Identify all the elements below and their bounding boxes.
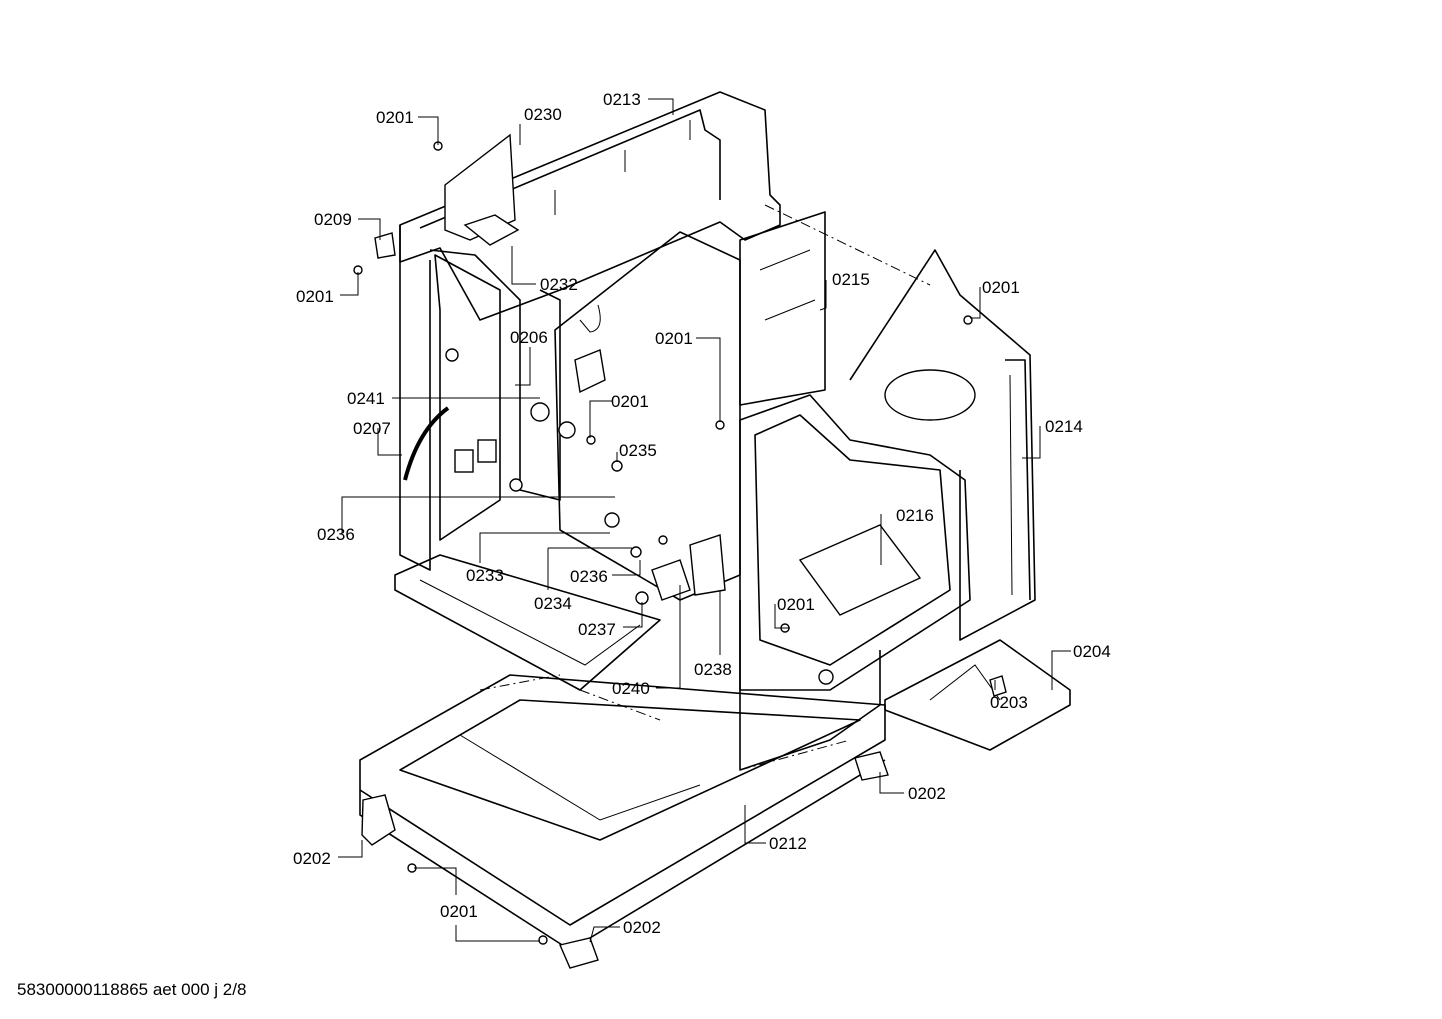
callout-0203: 0203: [990, 693, 1028, 712]
callout-0235: 0235: [619, 441, 657, 460]
callout-0216: 0216: [896, 506, 934, 525]
callout-0204: 0204: [1073, 642, 1111, 661]
callout-0238: 0238: [694, 660, 732, 679]
callout-0241: 0241: [347, 389, 385, 408]
callout-0236-left: 0236: [317, 525, 355, 544]
callout-0234: 0234: [534, 594, 572, 613]
callout-0240: 0240: [612, 679, 650, 698]
callout-0202-front-foot: 0202: [623, 918, 661, 937]
callout-0214: 0214: [1045, 417, 1083, 436]
callout-0230: 0230: [524, 105, 562, 124]
callout-0201-plate-screw: 0201: [611, 392, 649, 411]
callout-0236-center: 0236: [570, 567, 608, 586]
callout-0201-right-screw: 0201: [982, 278, 1020, 297]
callout-0201-top-screw: 0201: [376, 108, 414, 127]
callout-0213: 0213: [603, 90, 641, 109]
callout-0215: 0215: [832, 270, 870, 289]
callout-0233: 0233: [466, 566, 504, 585]
callout-0201-left-screw: 0201: [296, 287, 334, 306]
callout-0202-left-foot: 0202: [293, 849, 331, 868]
callout-0201-center-screw: 0201: [655, 329, 693, 348]
callout-0201-front-screw: 0201: [777, 595, 815, 614]
callout-0201-base-screw: 0201: [440, 902, 478, 921]
callout-0206: 0206: [510, 328, 548, 347]
callout-0237: 0237: [578, 620, 616, 639]
callout-labels: 0201 0230 0213 0209 0201 0232 0215 0201 …: [293, 90, 1111, 937]
callout-0207: 0207: [353, 419, 391, 438]
callout-0212: 0212: [769, 834, 807, 853]
callout-0232: 0232: [540, 275, 578, 294]
callout-0209: 0209: [314, 210, 352, 229]
document-code: 58300000118865 aet 000 j 2/8: [17, 980, 247, 999]
housing-frame-drawing: [353, 91, 1071, 969]
callout-0202-right-foot: 0202: [908, 784, 946, 803]
callout-leaders: [338, 98, 1071, 943]
